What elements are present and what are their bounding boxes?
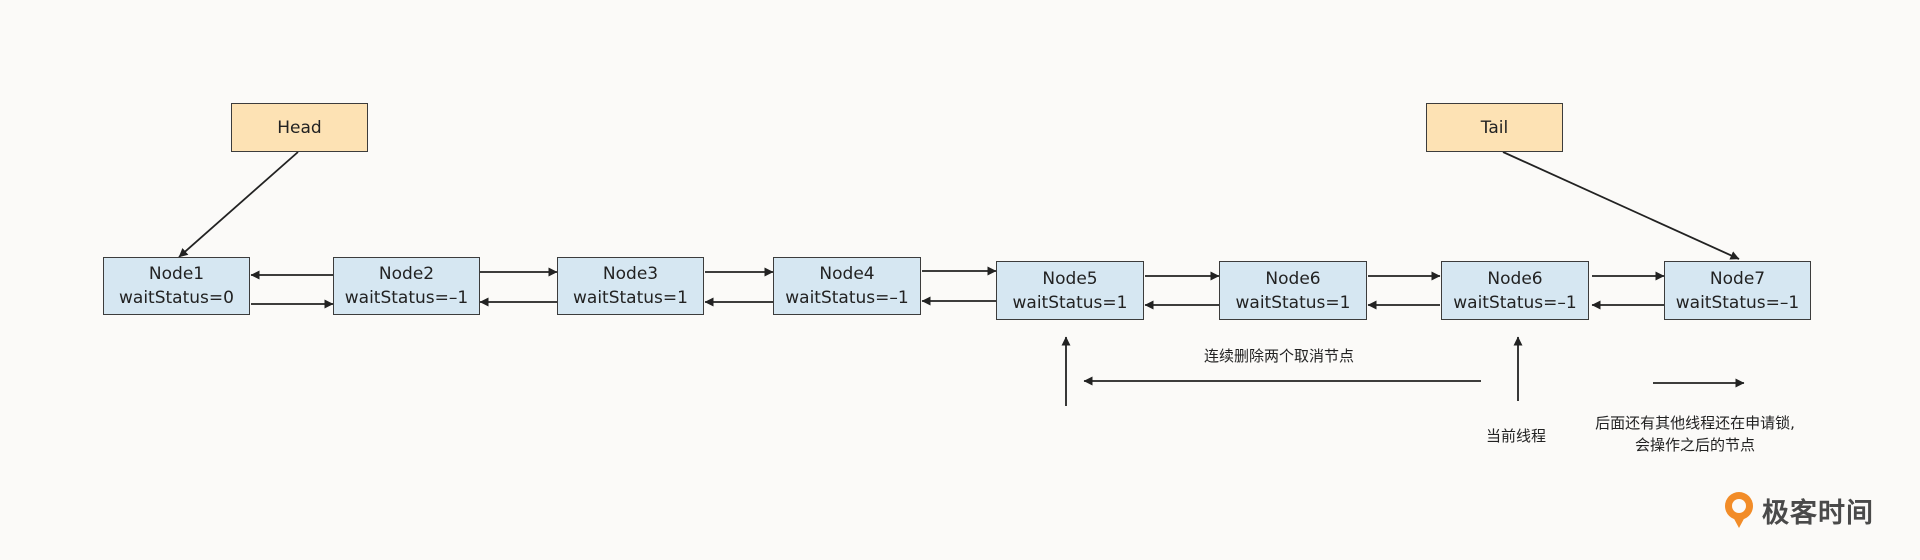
tail-box: Tail [1426, 103, 1563, 152]
brand-logo: 极客时间 [1722, 489, 1874, 531]
node-box: Node5 waitStatus=1 [996, 261, 1144, 320]
node-name: Node4 [819, 264, 875, 284]
node-wait-status: waitStatus=0 [119, 288, 234, 308]
node-box: Node6 waitStatus=1 [1219, 261, 1367, 320]
remove-two-cancelled-label: 连续删除两个取消节点 [1204, 347, 1355, 365]
current-thread-label: 当前线程 [1486, 427, 1547, 445]
node-name: Node2 [378, 264, 435, 284]
node-name: Node6 [1487, 268, 1543, 289]
node-name: Node6 [1265, 268, 1321, 289]
node-box: Node1 waitStatus=0 [103, 257, 250, 315]
node-box: Node7 waitStatus=–1 [1664, 261, 1811, 320]
node-wait-status: waitStatus=–1 [1453, 292, 1577, 313]
head-pointer-arrow [178, 151, 299, 258]
brand-name: 极客时间 [1762, 497, 1874, 529]
tail-label: Tail [1480, 117, 1509, 138]
node-name: Node5 [1042, 268, 1098, 289]
node-box: Node2 waitStatus=–1 [333, 257, 480, 315]
head-box: Head [231, 103, 368, 152]
node-wait-status: waitStatus=–1 [344, 288, 469, 308]
node-wait-status: waitStatus=–1 [1675, 292, 1800, 313]
node-box: Node3 waitStatus=1 [557, 257, 704, 315]
node-wait-status: waitStatus=1 [1235, 292, 1351, 313]
node-box: Node4 waitStatus=–1 [773, 257, 921, 315]
node-wait-status: waitStatus=–1 [785, 288, 909, 308]
node-name: Node7 [1709, 268, 1766, 289]
node-wait-status: waitStatus=1 [1012, 292, 1128, 313]
head-label: Head [277, 117, 322, 138]
node-name: Node1 [148, 264, 205, 284]
later-threads-note: 后面还有其他线程还在申请锁, 会操作之后的节点 [1580, 412, 1810, 456]
node-box: Node6 waitStatus=–1 [1441, 261, 1589, 320]
brand-logo-icon [1725, 492, 1753, 528]
tail-pointer-arrow [1502, 151, 1740, 260]
node-wait-status: waitStatus=1 [573, 288, 688, 308]
later-threads-line1: 后面还有其他线程还在申请锁, [1595, 414, 1795, 432]
later-threads-line2: 会操作之后的节点 [1634, 436, 1755, 454]
node-name: Node3 [602, 264, 659, 284]
